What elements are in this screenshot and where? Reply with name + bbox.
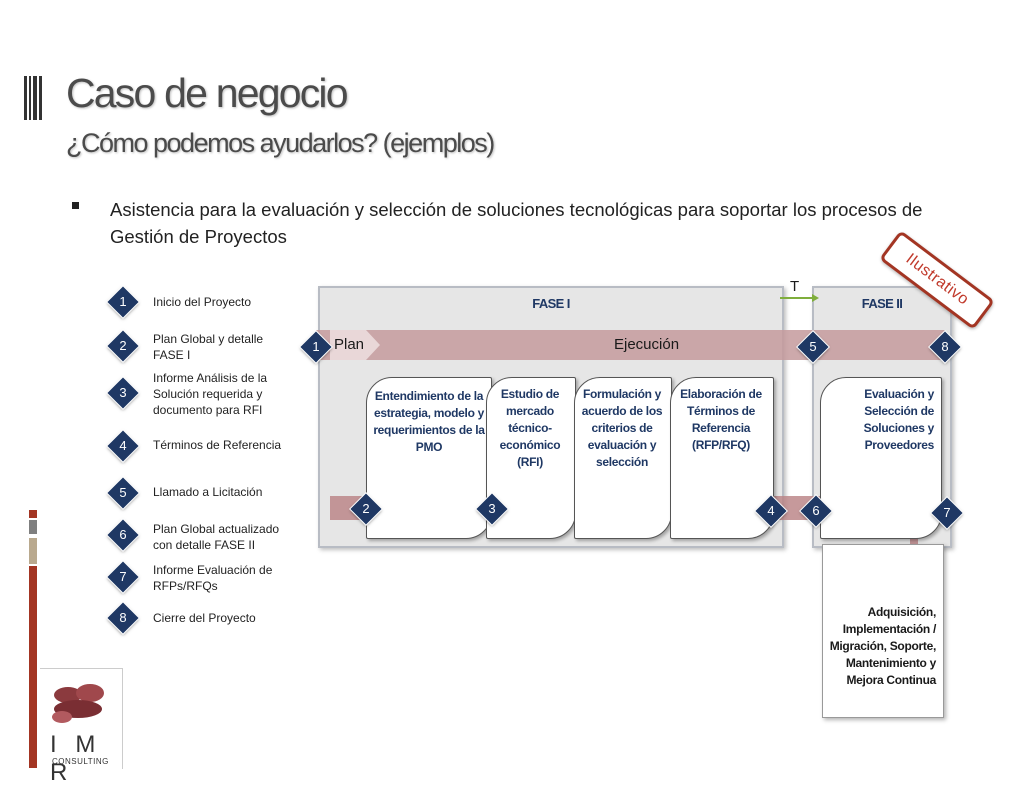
card-evaluacion — [820, 377, 942, 539]
marker-7: 7 — [931, 497, 963, 529]
legend-number: 5 — [119, 485, 127, 500]
legend-number: 1 — [119, 294, 127, 309]
legend-label: Plan Global actualizado con detalle FASE… — [153, 522, 280, 552]
legend-label: Plan Global y detalle FASE I — [153, 332, 264, 362]
card-evaluacion-text: Evaluación y Selección de Soluciones y P… — [863, 387, 935, 452]
card-formulacion — [574, 377, 672, 539]
marker-number: 6 — [812, 503, 820, 518]
plan-label: Plan — [334, 336, 365, 353]
marker-number: 5 — [809, 339, 817, 354]
legend-label: Llamado a Licitación — [153, 485, 263, 499]
marker-number: 1 — [312, 339, 320, 354]
logo-tagline: CONSULTING — [52, 757, 109, 766]
legend-label: Inicio del Proyecto — [153, 295, 252, 309]
legend-number: 4 — [119, 438, 127, 453]
legend-number: 3 — [119, 385, 127, 400]
marker-5: 5 — [797, 331, 829, 363]
marker-6: 6 — [800, 495, 832, 527]
imr-logo: I M R CONSULTING — [40, 668, 123, 786]
marker-number: 2 — [362, 501, 370, 516]
marker-number: 3 — [488, 501, 496, 516]
card-adquisicion-text: Adquisición, Implementación / Migración,… — [829, 605, 937, 687]
legend-number: 2 — [119, 338, 127, 353]
card-adquisicion — [822, 544, 944, 718]
legend-label: Términos de Referencia — [153, 438, 282, 452]
plan-execution-bar — [316, 330, 945, 360]
card-entendimiento — [366, 377, 492, 539]
page-title: Caso de negocio — [66, 70, 349, 116]
imr-logo-mark-icon — [52, 684, 104, 723]
fase-2-heading: FASE II — [861, 296, 903, 311]
marker-8: 8 — [929, 331, 961, 363]
marker-number: 8 — [941, 339, 949, 354]
legend-number: 6 — [119, 527, 127, 542]
marker-number: 7 — [943, 505, 951, 520]
marker-2: 2 — [350, 493, 382, 525]
legend-label: Cierre del Proyecto — [153, 611, 256, 625]
card-formulacion-text: Formulación y acuerdo de los criterios d… — [581, 387, 663, 469]
decorative-side-bar — [29, 510, 37, 768]
legend-label: Informe Análisis de la Solución requerid… — [153, 371, 268, 417]
bullet-square-icon — [72, 202, 79, 209]
fase-1-heading: FASE I — [532, 296, 570, 311]
marker-4: 4 — [755, 495, 787, 527]
marker-1: 1 — [300, 331, 332, 363]
legend-label: Informe Evaluación de RFPs/RFQs — [153, 563, 273, 593]
card-elaboracion-text: Elaboración de Términos de Referencia (R… — [680, 387, 762, 452]
page-subtitle: ¿Cómo podemos ayudarlos? (ejemplos) — [66, 128, 495, 158]
title-bars-icon — [24, 76, 44, 120]
marker-3: 3 — [476, 493, 508, 525]
ejecucion-label: Ejecución — [614, 336, 680, 353]
card-estudio-mercado-text: Estudio de mercado técnico-económico (RF… — [499, 387, 561, 469]
card-entendimiento-text: Entendimiento de la estrategia, modelo y… — [373, 389, 485, 454]
t-arrow-head — [812, 294, 819, 302]
marker-number: 4 — [767, 503, 775, 518]
plan-chevron — [330, 330, 380, 360]
legend-number: 8 — [119, 610, 127, 625]
bullet-text: Asistencia para la evaluación y selecció… — [110, 199, 923, 247]
t-label: T — [790, 278, 800, 295]
legend-number: 7 — [119, 569, 127, 584]
